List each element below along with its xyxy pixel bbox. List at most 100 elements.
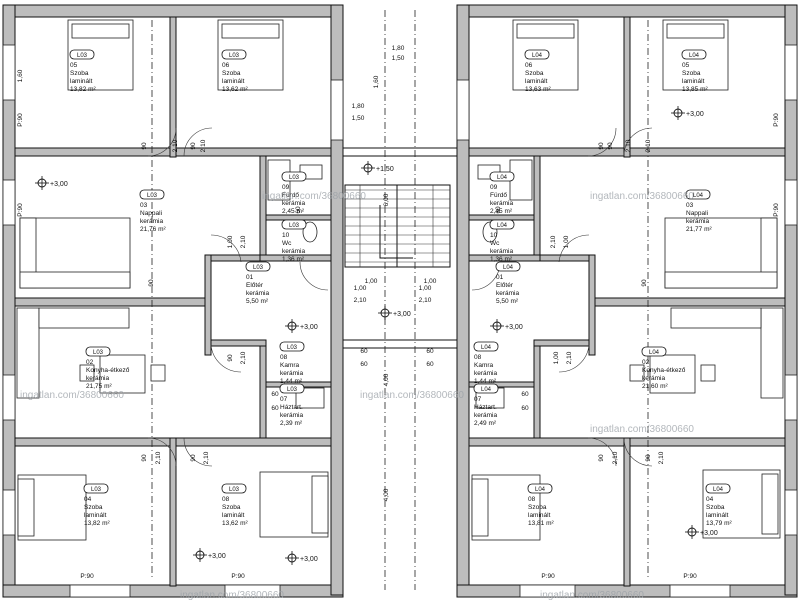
room-name: Szoba <box>222 70 241 77</box>
dimension-label: 60 <box>360 361 368 368</box>
room-floor: kerámia <box>496 290 520 297</box>
room-floor: laminált <box>525 78 548 85</box>
dimension-label: 60 <box>495 206 502 214</box>
room-name: Wc <box>490 240 500 247</box>
elevation-value: +3,00 <box>50 181 68 188</box>
room-floor: laminált <box>70 78 93 85</box>
room-number: 08 <box>222 496 230 503</box>
room-tag: L04 <box>649 350 660 356</box>
dimension-label: 90 <box>641 279 648 287</box>
dimension-label: P:90 <box>80 573 94 580</box>
elevation-marker: +3,00 <box>285 551 318 565</box>
watermark-text: ingatlan.com/36800660 <box>262 191 366 202</box>
dimension-label: 90 <box>190 142 197 150</box>
room-number: 08 <box>280 354 288 361</box>
dimension-label: 2,10 <box>612 451 619 464</box>
room-tag-box <box>279 383 305 394</box>
dimension-label: 1,80 <box>352 103 365 110</box>
stair-core <box>342 147 458 349</box>
room-area: 13,62 m² <box>222 86 248 93</box>
room-number: 02 <box>86 359 94 366</box>
room-name: Szoba <box>70 70 89 77</box>
room-name: Előtér <box>246 282 264 289</box>
room-tag: L04 <box>497 175 508 181</box>
room-tag-box <box>489 171 515 182</box>
room-tag-box <box>685 189 711 200</box>
room-area: 21,76 m² <box>140 226 166 233</box>
room-tag-box <box>69 49 95 60</box>
dimension-label: 1,60 <box>17 69 24 82</box>
dimension-label: 1,60 <box>373 75 380 88</box>
elevation-value: +3,00 <box>393 311 411 318</box>
room-area: 21,60 m² <box>642 383 668 390</box>
room-name: Szoba <box>84 504 103 511</box>
elevation-value: +3,00 <box>700 530 718 537</box>
room-tag: L04 <box>713 487 724 493</box>
room-floor: laminált <box>706 512 729 519</box>
room-name: Konyha-étkező <box>642 367 686 374</box>
room-tag: L03 <box>287 345 298 351</box>
dimension-label: 1,80 <box>392 45 405 52</box>
dimension-label: 1,00 <box>419 285 432 292</box>
room-floor: laminált <box>682 78 705 85</box>
room-tag: L04 <box>503 265 514 271</box>
room-area: 13,85 m² <box>682 86 708 93</box>
room-tag-box <box>83 483 109 494</box>
dimension-label: 1,50 <box>352 115 365 122</box>
room-tag: L03 <box>77 53 88 59</box>
elevation-marker: +3,00 <box>193 548 226 562</box>
room-name: Kamra <box>280 362 300 369</box>
dimension-label: 90 <box>607 142 614 150</box>
room-area: 13,62 m² <box>222 520 248 527</box>
elevation-marker: +3,00 <box>685 525 718 539</box>
room-tag-box <box>279 341 305 352</box>
axis-lines <box>151 10 649 590</box>
room-tag-box <box>221 49 247 60</box>
dimension-label: 60 <box>426 348 434 355</box>
room-area: 1,44 m² <box>280 378 303 385</box>
watermark-text: ingatlan.com/36800660 <box>590 191 694 202</box>
room-floor: kerámia <box>282 248 306 255</box>
watermarks: ingatlan.com/36800660 ingatlan.com/368006… <box>20 191 694 601</box>
dimension-label: 2,10 <box>240 235 247 248</box>
room-tag-box <box>527 483 553 494</box>
dimension-label: 60 <box>360 348 368 355</box>
room-area: 21,77 m² <box>686 226 712 233</box>
room-name: Nappali <box>686 210 708 217</box>
room-floor: kerámia <box>686 218 710 225</box>
dimension-label: P:90 <box>683 573 697 580</box>
dimension-label: 60 <box>271 405 279 412</box>
room-tag: L04 <box>532 53 543 59</box>
room-tag: L04 <box>481 387 492 393</box>
room-floor: kerámia <box>246 290 270 297</box>
room-floor: kerámia <box>474 412 498 419</box>
room-floor: kerámia <box>280 412 304 419</box>
dimension-label: 60 <box>521 391 529 398</box>
dimension-label: 1,00 <box>424 278 437 285</box>
room-name: Konyha-étkező <box>86 367 130 374</box>
watermark-text: ingatlan.com/36800660 <box>590 424 694 435</box>
dimension-label: 1,00 <box>354 285 367 292</box>
room-number: 04 <box>84 496 92 503</box>
room-area: 21,75 m² <box>86 383 112 390</box>
room-number: 09 <box>490 184 498 191</box>
room-area: 1,44 m² <box>474 378 497 385</box>
elevation-marker: +3,00 <box>35 176 68 190</box>
dimension-label: 1,50 <box>392 55 405 62</box>
